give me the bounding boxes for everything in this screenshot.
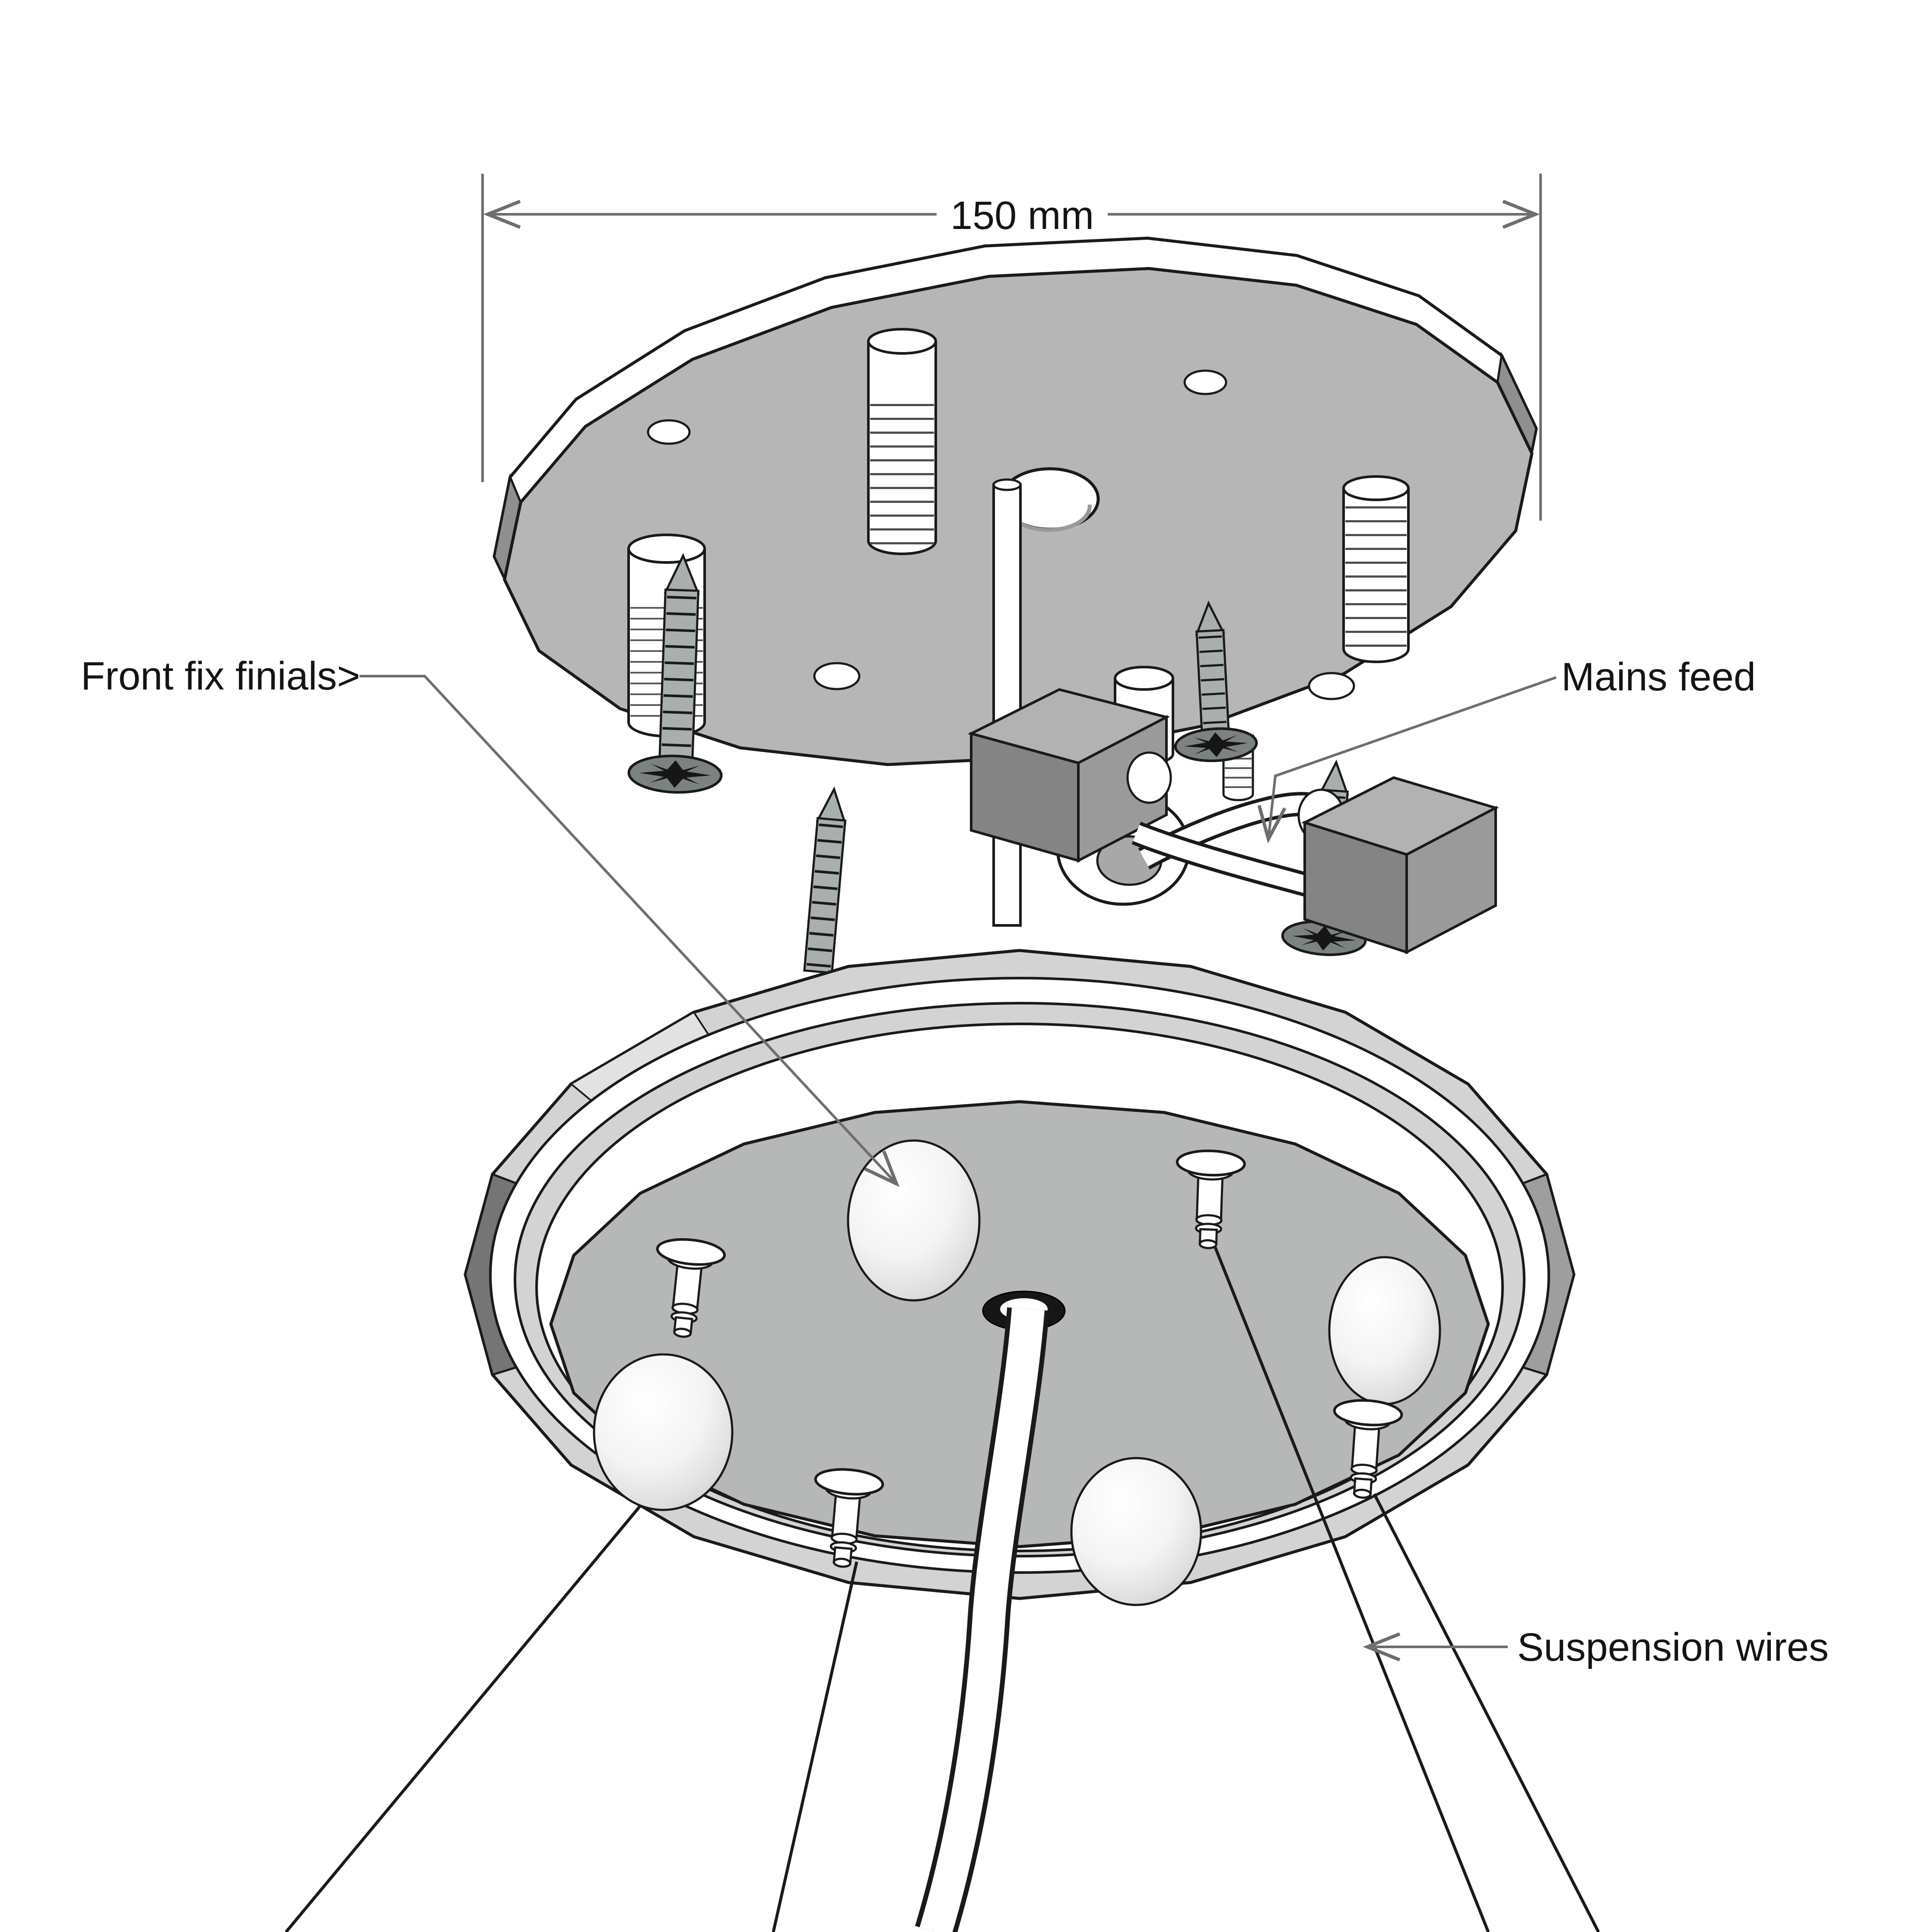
plate-screw-hole: [1308, 672, 1355, 700]
suspension-wires: [285, 1243, 1600, 1932]
wood-screw-left: [627, 553, 723, 794]
clamp-arch: [1126, 751, 1172, 804]
dimension-label: 150 mm: [950, 194, 1094, 238]
ball-finial: [1328, 1256, 1441, 1405]
suspension-wire: [772, 1561, 858, 1932]
canopy: [285, 949, 1600, 1932]
pendant-cable: [915, 1307, 1049, 1932]
suspension-wire: [1212, 1243, 1490, 1932]
plate-screw-hole: [813, 662, 861, 690]
mains-wire-lower: [1131, 822, 1326, 901]
label-suspension-wires: Suspension wires: [1517, 1625, 1829, 1669]
leader-mains-feed: [1257, 676, 1557, 844]
threaded-stud-right: [1342, 475, 1410, 663]
suspension-wire: [285, 1490, 654, 1932]
ball-finial: [1070, 1457, 1202, 1606]
terminal-block-right: [1297, 776, 1499, 954]
suspension-wire: [1373, 1493, 1600, 1932]
screw-terminal-left: [1174, 601, 1258, 763]
label-mains-feed: Mains feed: [1561, 655, 1756, 699]
wall-plate: [493, 236, 1538, 974]
threaded-stud-center: [867, 328, 937, 555]
mains-terminal-assembly: [967, 601, 1499, 956]
plate-screw-hole: [647, 419, 691, 445]
leader-lines: [359, 675, 1557, 1662]
leader-front-fix-finials: [359, 675, 900, 1187]
plate-screw-hole: [1183, 369, 1227, 395]
label-front-fix-finials: Front fix finials>: [81, 654, 360, 698]
floating-screw-middle: [803, 786, 847, 974]
center-rod: [992, 478, 1022, 927]
ball-finial: [847, 1139, 981, 1302]
ball-finial: [593, 1353, 734, 1511]
dimension-150mm: [481, 174, 1542, 521]
